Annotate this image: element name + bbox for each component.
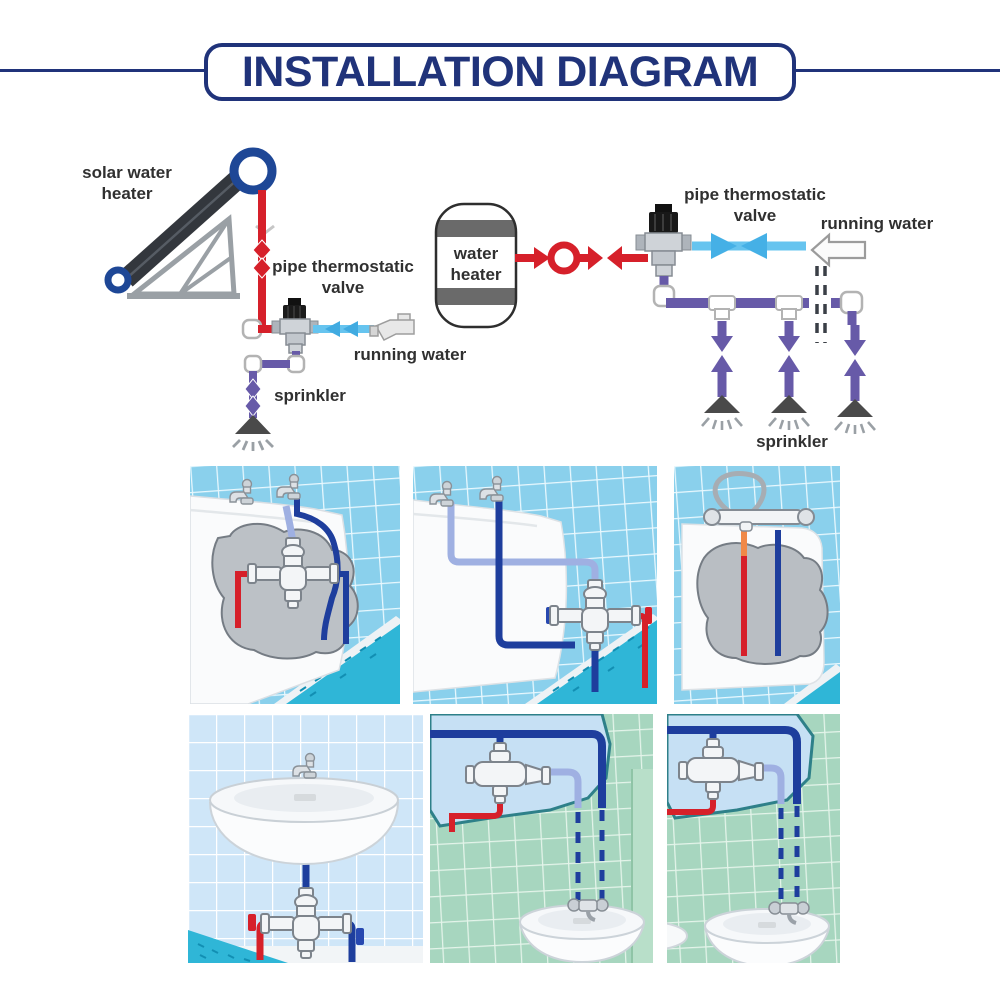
page-title: INSTALLATION DIAGRAM xyxy=(241,47,759,96)
sprinkler-icon xyxy=(767,319,811,432)
photo-bathtub-concealed-valve xyxy=(190,466,400,704)
mixer-tap-icon xyxy=(703,508,815,532)
photo-bathtub-panel-cutaway xyxy=(674,466,840,704)
title-banner: INSTALLATION DIAGRAM xyxy=(204,43,796,101)
sprinkler-icon xyxy=(833,323,877,436)
mixed-pipe-manifold xyxy=(652,276,864,325)
sprinkler-label-right: sprinkler xyxy=(756,432,828,451)
water-heater-tank-icon xyxy=(434,202,518,329)
photo-washbasin-under-valve xyxy=(188,714,423,963)
sprinkler-icon xyxy=(232,415,274,451)
cold-flow-arrows xyxy=(692,233,806,259)
dashed-drop-pipes xyxy=(575,810,605,900)
water-heater-label: water heater xyxy=(450,244,502,284)
sprinkler-icon xyxy=(700,319,744,432)
solar-water-heater-label: solar water heater xyxy=(82,163,172,203)
photo-ceiling-pipes-basin-left xyxy=(430,714,653,963)
cold-pipe xyxy=(313,321,374,337)
washbasin xyxy=(209,777,399,866)
shower-hose xyxy=(712,471,767,515)
running-water-label-right: running water xyxy=(820,214,934,233)
valve-label-right: pipe thermostatic valve xyxy=(684,185,826,225)
dashed-supply-line xyxy=(815,266,827,343)
solar-heater-diagram xyxy=(104,147,415,451)
solar-collector-icon xyxy=(104,147,277,299)
thermostatic-valve-icon xyxy=(635,204,692,277)
photo-ceiling-pipes-basin-right xyxy=(667,714,840,963)
bathtub xyxy=(413,499,568,693)
running-water-label-left: running water xyxy=(353,345,467,364)
faucet-icon xyxy=(369,313,415,341)
mixed-pipe xyxy=(243,351,306,418)
running-water-arrow-icon xyxy=(810,232,867,268)
water-heater-diagram xyxy=(434,202,877,436)
sprinkler-label-left: sprinkler xyxy=(274,386,346,405)
dashed-drop-pipes xyxy=(778,806,800,902)
thermostatic-valve-icon xyxy=(271,298,319,354)
photo-bathtub-wall-valve xyxy=(413,466,657,704)
hot-flow-arrows xyxy=(515,241,648,275)
piping-schematic xyxy=(104,147,877,451)
washbasin xyxy=(704,908,830,963)
cutaway xyxy=(696,542,829,665)
valve-label-left: pipe thermostatic valve xyxy=(272,257,414,297)
